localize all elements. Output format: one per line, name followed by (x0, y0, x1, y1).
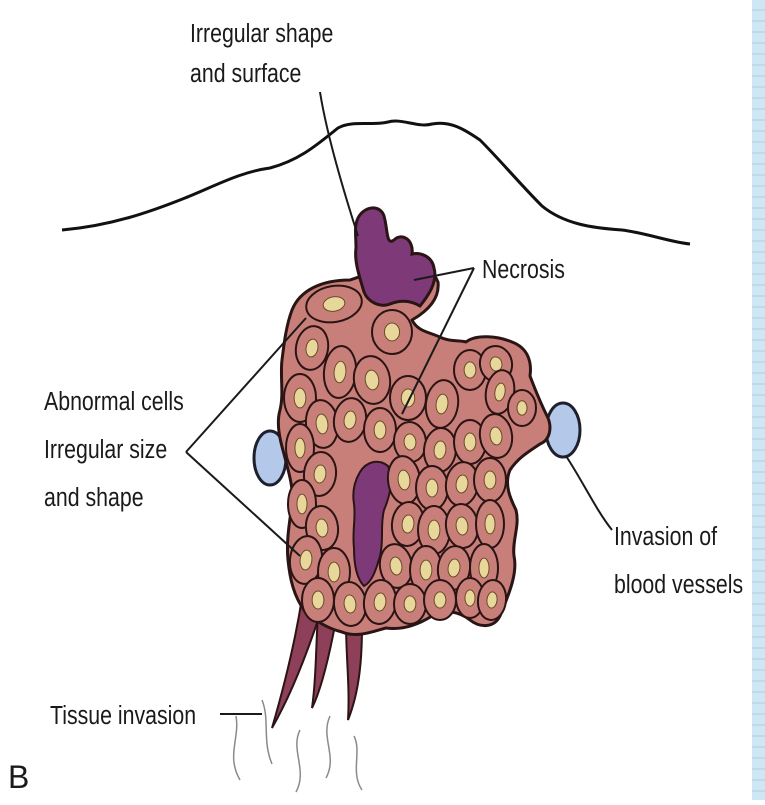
cell-nucleus (428, 520, 440, 540)
leader-surface (320, 92, 358, 236)
cell-nucleus (312, 591, 324, 609)
label-abnormal-cells-line1: Abnormal cells (44, 387, 184, 417)
label-tissue-invasion: Tissue invasion (50, 701, 196, 731)
cell-nucleus (328, 562, 340, 582)
invasion-strand (346, 624, 362, 720)
label-necrosis: Necrosis (482, 255, 565, 285)
label-invasion-vessels-line2: blood vessels (614, 570, 743, 600)
cell-nucleus (404, 596, 416, 612)
cell-nucleus (479, 558, 489, 578)
cell-nucleus (295, 438, 305, 458)
cell-nucleus (517, 401, 527, 415)
cell-nucleus (464, 433, 476, 451)
cell-nucleus (464, 362, 476, 378)
cell-nucleus (426, 479, 438, 497)
cell-nucleus (485, 514, 495, 534)
label-irregular-shape-line1: Irregular shape (190, 19, 333, 49)
cell-nucleus (384, 323, 399, 341)
label-abnormal-cells-line3: and shape (44, 483, 144, 513)
label-irregular-shape-line2: and surface (190, 59, 301, 89)
page-edge-strip (752, 0, 765, 800)
cell-nucleus (294, 388, 306, 408)
leader-vessels (566, 456, 612, 530)
cell-nucleus (374, 421, 386, 439)
cell-nucleus (297, 494, 307, 514)
cell-nucleus (465, 590, 475, 606)
label-abnormal-cells-line2: Irregular size (44, 435, 167, 465)
cell-nucleus (434, 592, 446, 608)
cell-nucleus (420, 560, 432, 580)
abnormal-cells (284, 281, 536, 627)
label-invasion-vessels-line1: Invasion of (614, 522, 717, 552)
cell-nucleus (484, 471, 496, 489)
necrosis-top (356, 208, 435, 306)
panel-label: B (8, 759, 29, 795)
